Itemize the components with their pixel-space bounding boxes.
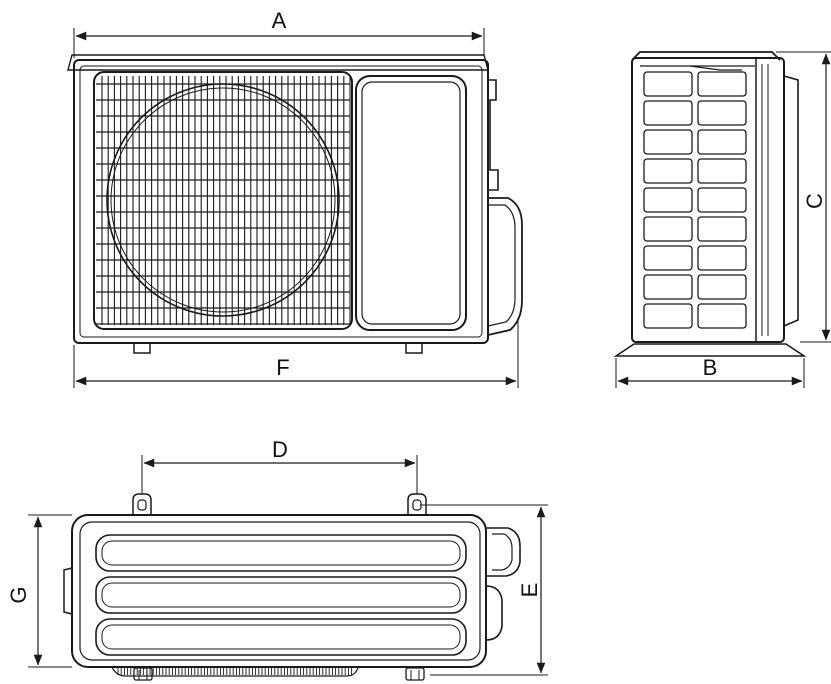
grille-lines xyxy=(96,76,351,325)
fan-circle xyxy=(106,83,340,317)
top-louver-3 xyxy=(95,618,467,656)
label-c: C xyxy=(802,193,827,209)
top-valve-lower xyxy=(485,585,503,641)
top-louver-2 xyxy=(95,576,467,614)
fan-grille xyxy=(93,71,353,330)
mount-tab-bottom-left xyxy=(133,667,153,681)
label-e: E xyxy=(517,583,542,598)
mount-tab-top-left xyxy=(132,493,152,515)
bottom-fin-edge xyxy=(111,666,359,677)
side-fitting xyxy=(488,79,499,191)
dimension-e: E xyxy=(420,504,548,676)
dimension-b: B xyxy=(615,355,805,388)
label-g: G xyxy=(6,586,31,603)
side-rear-fin xyxy=(783,75,799,327)
label-b: B xyxy=(703,355,718,380)
dimension-g: G xyxy=(6,514,72,668)
top-valve-upper xyxy=(486,527,521,577)
label-a: A xyxy=(272,8,287,33)
front-top-lip xyxy=(67,54,489,71)
valve-cover xyxy=(487,197,523,336)
dimension-c: C xyxy=(776,51,831,343)
front-view xyxy=(67,54,523,354)
dimension-d: D xyxy=(141,437,418,494)
front-foot-left xyxy=(133,342,151,354)
side-body xyxy=(631,57,785,343)
mount-tab-bottom-right xyxy=(405,667,425,681)
dimension-a: A xyxy=(73,8,485,58)
top-body xyxy=(71,514,487,668)
side-base xyxy=(613,343,807,357)
top-louver-1 xyxy=(95,534,467,572)
side-view xyxy=(613,51,807,357)
label-d: D xyxy=(272,437,288,462)
dimension-f: F xyxy=(73,320,519,388)
front-foot-right xyxy=(405,342,423,354)
label-f: F xyxy=(276,355,289,380)
service-panel xyxy=(355,75,467,331)
side-louver-grid xyxy=(643,71,747,329)
top-view xyxy=(63,493,521,681)
